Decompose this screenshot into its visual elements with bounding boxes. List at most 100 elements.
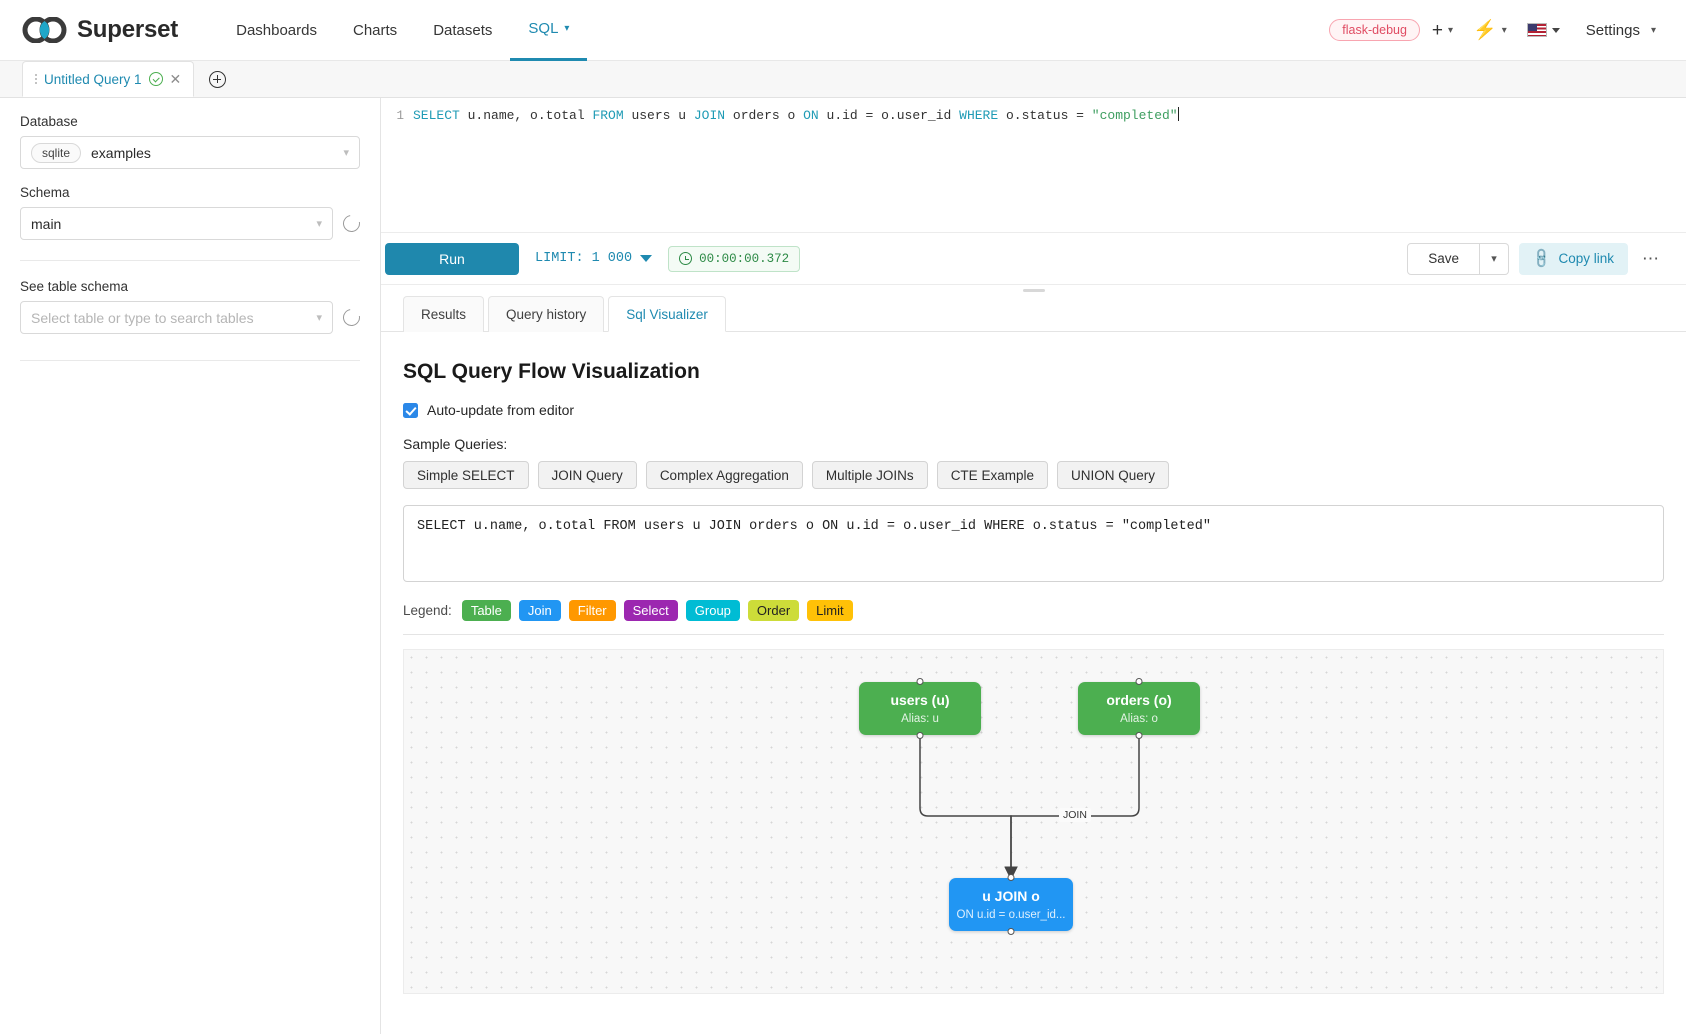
query-tab[interactable]: Untitled Query 1 ✕ (22, 61, 195, 97)
legend-divider (403, 634, 1664, 635)
schema-label: Schema (20, 185, 70, 200)
plus-icon: + (1431, 19, 1444, 41)
tab-results-label: Results (421, 307, 467, 322)
sample-query-multiple-joins[interactable]: Multiple JOINs (811, 461, 928, 489)
nav-link-charts[interactable]: Charts (335, 0, 415, 61)
tab-sql-visualizer-label: Sql Visualizer (626, 306, 708, 322)
table-schema-label: See table schema (20, 279, 129, 294)
database-select[interactable]: sqlite examples ▾ (20, 136, 360, 169)
schema-value: main (31, 215, 62, 232)
table-placeholder: Select table or type to search tables (31, 309, 254, 326)
schema-select[interactable]: main ▾ (20, 207, 333, 240)
table-select[interactable]: Select table or type to search tables ▾ (20, 301, 333, 334)
refresh-icon[interactable] (339, 211, 364, 236)
editor-gutter: 1 (396, 109, 404, 123)
sql-visualizer-panel: SQL Query Flow Visualization Auto-update… (381, 332, 1686, 1034)
flow-node-users[interactable]: users (u) Alias: u (859, 678, 981, 739)
save-dropdown-button[interactable]: ▾ (1480, 242, 1510, 275)
editor-token-join: JOIN (693, 108, 726, 123)
legend-badge-join: Join (518, 600, 561, 621)
limit-value: 1 000 (591, 251, 633, 266)
limit-label: LIMIT: (535, 251, 584, 266)
language-picker[interactable] (1519, 23, 1568, 37)
flow-node-users-subtitle: Alias: u (901, 713, 939, 726)
flow-node-users-title: users (u) (890, 691, 950, 708)
query-timer-value: 00:00:00.372 (699, 251, 790, 266)
toolbar-right: Save ▾ 🔗 Copy link ⋯ (1407, 242, 1664, 275)
bolt-icon: ⚡ (1473, 19, 1497, 41)
settings-menu[interactable]: Settings ▾ (1572, 22, 1664, 39)
page-title: SQL Query Flow Visualization (403, 360, 700, 383)
flow-node-orders-subtitle: Alias: o (1120, 713, 1158, 726)
legend-row: Legend: Table Join Filter Select Group O… (403, 600, 1664, 621)
nav-link-dashboards-label: Dashboards (236, 21, 317, 39)
port-bottom (1135, 732, 1143, 739)
sql-editor[interactable]: 1 SELECT u.name, o.total FROM users u JO… (381, 98, 1686, 233)
chevron-down-icon: ▾ (1650, 24, 1656, 36)
nav-link-sql[interactable]: SQL ▾ (510, 0, 588, 61)
sample-query-join-query[interactable]: JOIN Query (537, 461, 637, 489)
flow-node-join[interactable]: u JOIN o ON u.id = o.user_id... (949, 874, 1073, 935)
sample-query-union-query[interactable]: UNION Query (1056, 461, 1169, 489)
sample-query-cte-example[interactable]: CTE Example (936, 461, 1048, 489)
right-panel: 1 SELECT u.name, o.total FROM users u JO… (381, 98, 1686, 1034)
flow-node-join-title: u JOIN o (982, 887, 1040, 904)
refresh-icon[interactable] (339, 305, 364, 330)
auto-update-label: Auto-update from editor (427, 402, 575, 418)
us-flag-icon (1526, 23, 1547, 37)
legend-label: Legend: (403, 603, 452, 618)
left-panel-divider-bottom (20, 360, 360, 361)
database-value: examples (91, 144, 151, 161)
query-tab-strip: Untitled Query 1 ✕ (0, 61, 1686, 98)
drag-handle-icon[interactable] (35, 74, 37, 84)
bolt-menu-button[interactable]: ⚡ ▾ (1465, 21, 1515, 40)
ellipsis-icon[interactable]: ⋯ (1642, 248, 1660, 268)
legend-badge-group: Group (685, 600, 740, 621)
chevron-down-icon: ▾ (1501, 24, 1507, 36)
new-menu-button[interactable]: + ▾ (1424, 21, 1461, 40)
flask-debug-badge: flask-debug (1329, 19, 1420, 41)
left-panel: Database sqlite examples ▾ Schema main ▾… (0, 98, 381, 1034)
navbar-right: flask-debug + ▾ ⚡ ▾ Settings ▾ (1329, 19, 1664, 41)
tab-sql-visualizer[interactable]: Sql Visualizer (608, 296, 726, 332)
chevron-down-icon: ▾ (316, 218, 322, 230)
sample-query-complex-aggregation[interactable]: Complex Aggregation (645, 461, 803, 489)
close-icon[interactable]: ✕ (169, 70, 182, 87)
tab-query-history[interactable]: Query history (488, 296, 605, 332)
main-split: Database sqlite examples ▾ Schema main ▾… (0, 98, 1686, 1034)
check-circle-icon (148, 72, 163, 86)
auto-update-checkbox[interactable] (403, 402, 418, 418)
limit-dropdown[interactable]: LIMIT: 1 000 (535, 251, 653, 266)
editor-token-wherecol: o.status = (998, 108, 1092, 123)
tab-query-history-label: Query history (506, 307, 587, 322)
nav-links: Dashboards Charts Datasets SQL ▾ (218, 0, 588, 61)
sample-queries-row: Simple SELECT JOIN Query Complex Aggrega… (403, 461, 1664, 489)
add-query-tab-button[interactable] (194, 61, 240, 97)
save-button[interactable]: Save (1407, 242, 1481, 275)
legend-badge-order: Order (747, 600, 800, 621)
save-group: Save ▾ (1407, 242, 1510, 275)
sample-query-simple-select[interactable]: Simple SELECT (403, 461, 529, 489)
tab-results[interactable]: Results (403, 296, 485, 332)
port-top (1135, 678, 1143, 685)
legend-badge-limit: Limit (807, 600, 853, 621)
flow-canvas[interactable]: users (u) Alias: u orders (o) Alias: o u… (403, 649, 1664, 994)
flow-edge-label-join: JOIN (1059, 808, 1091, 822)
table-schema-row: Select table or type to search tables ▾ (20, 301, 364, 334)
top-navbar: Superset Dashboards Charts Datasets SQL … (0, 0, 1686, 61)
nav-link-datasets[interactable]: Datasets (415, 0, 510, 61)
link-icon: 🔗 (1529, 246, 1554, 270)
run-button[interactable]: Run (385, 242, 519, 275)
flow-node-orders[interactable]: orders (o) Alias: o (1078, 678, 1200, 739)
editor-code[interactable]: SELECT u.name, o.total FROM users u JOIN… (413, 106, 1686, 232)
query-textarea[interactable] (403, 505, 1664, 582)
editor-token-string: "completed" (1091, 108, 1178, 123)
left-panel-divider (20, 260, 360, 261)
chevron-down-icon: ▾ (343, 147, 349, 159)
panel-splitter[interactable] (381, 285, 1686, 296)
clock-icon (679, 252, 693, 265)
brand-logo-group[interactable]: Superset (22, 16, 178, 44)
nav-link-dashboards[interactable]: Dashboards (218, 0, 335, 61)
copy-link-button[interactable]: 🔗 Copy link (1519, 242, 1628, 275)
port-top (1007, 874, 1015, 881)
